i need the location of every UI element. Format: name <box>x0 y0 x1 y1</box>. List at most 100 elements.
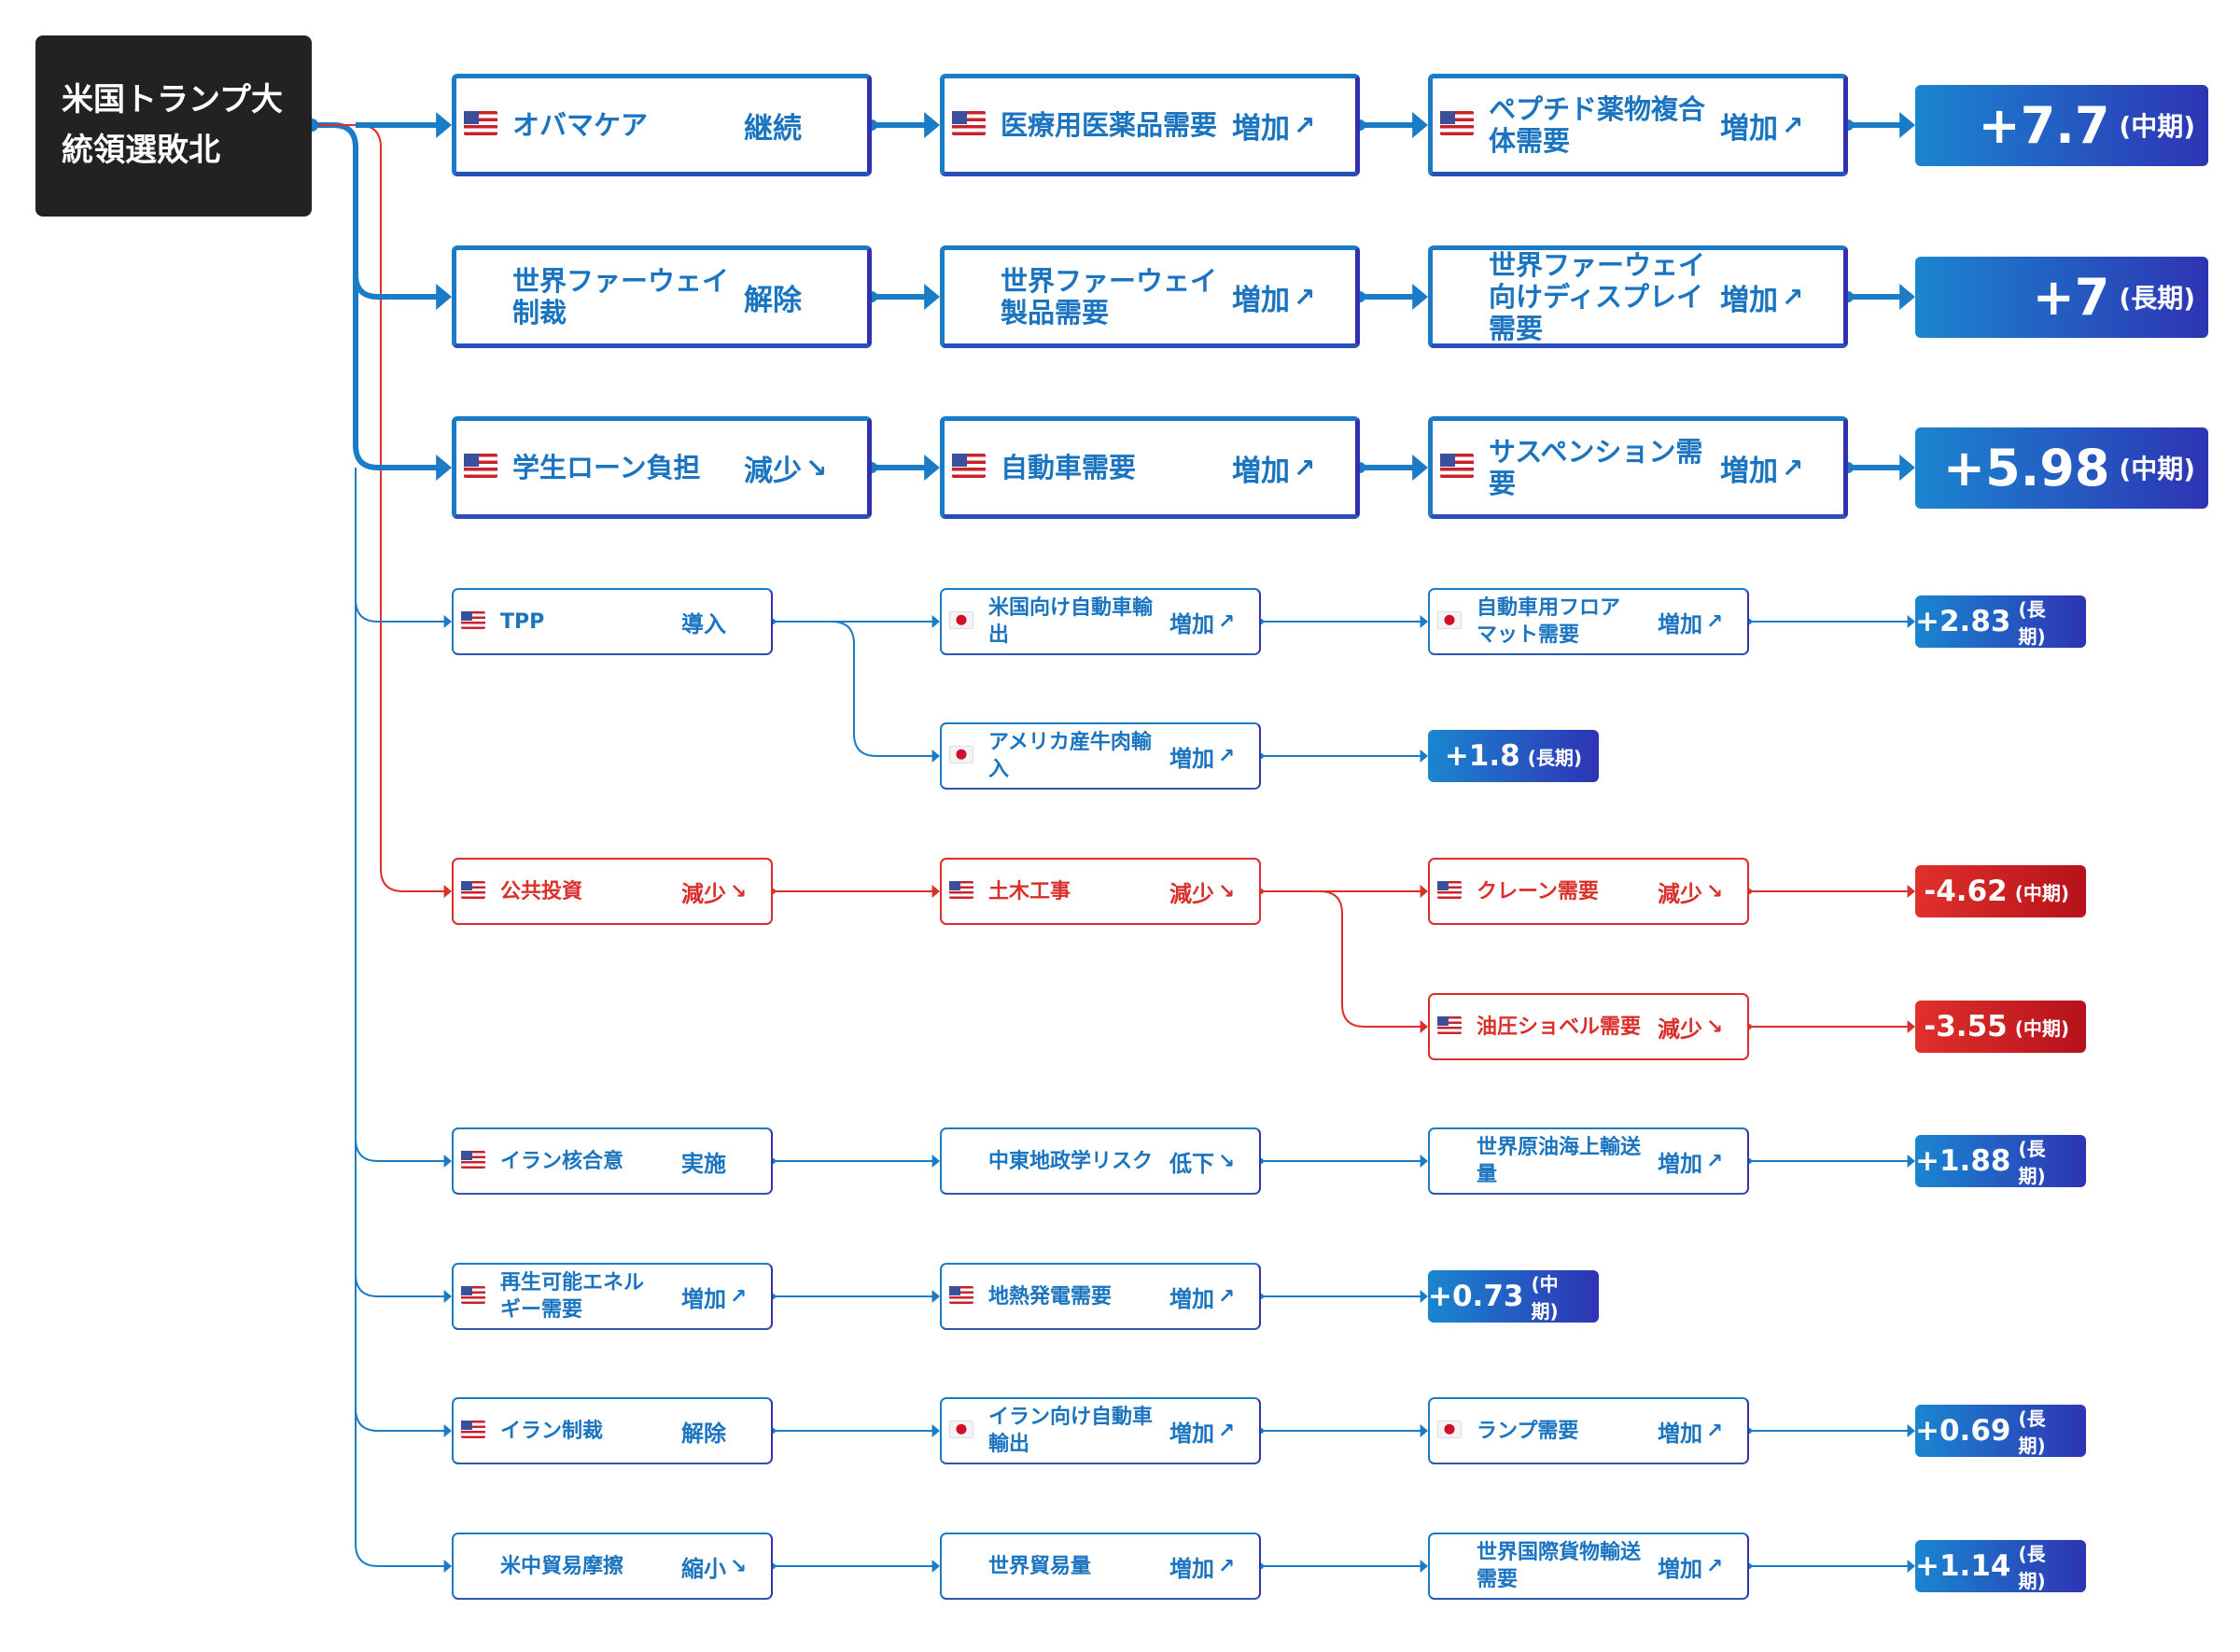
effect-node[interactable]: 自動車用フロア マット需要増加↗ <box>1428 588 1749 655</box>
impact-value: +1.14 <box>1915 1549 2011 1583</box>
node-label: 自動車需要 <box>1001 452 1137 483</box>
node-label: ペプチド薬物複合 体需要 <box>1489 93 1706 157</box>
us-flag-shape <box>952 454 986 478</box>
impact-term: (長期) <box>1527 746 1582 769</box>
effect-node[interactable]: 世界原油海上輸送 量増加↗ <box>1428 1127 1749 1195</box>
node-effect: 増加↗ <box>1658 1550 1747 1583</box>
effect-node[interactable]: イラン核合意実施 <box>452 1127 773 1195</box>
effect-node[interactable]: 公共投資減少↘ <box>452 858 773 925</box>
node-label: 世界ファーウェイ 製品需要 <box>1001 265 1218 329</box>
root-node[interactable]: 米国トランプ大 統領選敗北 <box>35 35 312 217</box>
branch-connector <box>773 621 932 757</box>
connector <box>355 1138 444 1162</box>
arrowhead <box>1907 1424 1915 1437</box>
arrowhead <box>1420 749 1428 763</box>
node-label: クレーン需要 <box>1477 879 1599 903</box>
effect-text: 増加 <box>1720 283 1778 317</box>
arrowhead <box>1907 1560 1915 1573</box>
effect-node[interactable]: 再生可能エネル ギー需要増加↗ <box>452 1263 773 1330</box>
effect-node[interactable]: 中東地政学リスク低下↘ <box>940 1127 1261 1195</box>
node-effect: 増加↗ <box>1169 1281 1259 1313</box>
effect-text: 増加 <box>1169 1555 1214 1582</box>
effect-node[interactable]: 油圧ショベル需要減少↘ <box>1428 993 1749 1060</box>
effect-node[interactable]: クレーン需要 減少↘ <box>1428 858 1749 925</box>
node-label: 世界国際貨物輸送 需要 <box>1477 1541 1642 1591</box>
arrowhead <box>1420 1560 1428 1573</box>
impact-value-badge: +1.8(長期) <box>1428 730 1599 782</box>
branch-connector <box>1261 890 1421 1028</box>
node-label: 世界貿易量 <box>988 1554 1092 1578</box>
node-label: オバマケア <box>512 109 649 141</box>
effect-text: 解除 <box>681 1420 726 1447</box>
arrowhead <box>924 284 940 310</box>
impact-term: (長期) <box>2018 1543 2046 1592</box>
node-label: 世界ファーウェイ 制裁 <box>512 265 730 329</box>
trend-up-icon: ↗ <box>1294 281 1316 313</box>
effect-node[interactable]: 医療用医薬品需要増加↗ <box>940 74 1360 176</box>
node-effect: 減少↘ <box>1658 875 1747 908</box>
node-label: アメリカ産牛肉輸 入 <box>988 731 1152 781</box>
node-label: イラン制裁 <box>500 1419 604 1443</box>
node-effect: 増加↗ <box>1720 105 1843 147</box>
us-flag-icon <box>952 454 989 482</box>
effect-node[interactable]: ランプ需要増加↗ <box>1428 1397 1749 1464</box>
trend-down-icon: ↘ <box>1218 1149 1236 1173</box>
effect-node[interactable]: イラン制裁 解除 <box>452 1397 773 1464</box>
arrowhead <box>931 749 940 763</box>
arrowhead <box>443 885 452 898</box>
effect-node[interactable]: 地熱発電需要増加↗ <box>940 1263 1261 1330</box>
arrowhead <box>436 284 452 310</box>
effect-node[interactable]: 米中貿易摩擦縮小↘ <box>452 1533 773 1600</box>
impact-value-badge: +7(長期) <box>1915 256 2208 338</box>
us-flag-shape <box>461 1150 485 1169</box>
effect-text: 減少 <box>744 454 802 488</box>
trend-up-icon: ↗ <box>1706 1419 1724 1443</box>
trend-down-icon: ↘ <box>730 879 748 903</box>
us-flag-shape <box>461 880 485 899</box>
effect-node[interactable]: 世界ファーウェイ 向けディスプレイ 需要増加↗ <box>1428 245 1848 348</box>
impact-value-badge: +5.98(中期) <box>1915 427 2208 509</box>
trend-up-icon: ↗ <box>1218 1554 1236 1578</box>
us-flag-shape <box>464 111 497 135</box>
impact-term: (中期) <box>2014 881 2069 904</box>
node-effect: 導入 <box>681 606 771 638</box>
effect-node[interactable]: 世界ファーウェイ 製品需要増加↗ <box>940 245 1360 348</box>
jp-flag-icon <box>1437 610 1467 633</box>
impact-value-badge: -4.62(中期) <box>1915 865 2086 917</box>
impact-term: (長期) <box>2119 283 2195 314</box>
trend-up-icon: ↗ <box>1218 1284 1236 1309</box>
effect-node[interactable]: 世界国際貨物輸送 需要増加↗ <box>1428 1533 1749 1600</box>
arrowhead <box>1899 455 1915 481</box>
effect-node[interactable]: ペプチド薬物複合 体需要増加↗ <box>1428 74 1848 176</box>
trend-up-icon: ↗ <box>1294 452 1316 483</box>
node-effect: 増加↗ <box>1232 276 1355 318</box>
effect-node[interactable]: オバマケア継続 <box>452 74 872 176</box>
node-label: 油圧ショベル需要 <box>1477 1015 1642 1039</box>
trend-down-icon: ↘ <box>805 452 828 483</box>
effect-node[interactable]: 土木工事減少↘ <box>940 858 1261 925</box>
us-flag-shape <box>1437 880 1462 899</box>
trend-up-icon: ↗ <box>1218 744 1236 768</box>
trend-up-icon: ↗ <box>1706 1149 1724 1173</box>
node-effect: 増加↗ <box>1169 606 1259 638</box>
node-label: 公共投資 <box>500 879 583 903</box>
node-effect: 増加↗ <box>1720 276 1843 318</box>
effect-text: 減少 <box>1169 880 1214 907</box>
effect-node[interactable]: 世界貿易量 増加↗ <box>940 1533 1261 1600</box>
effect-node[interactable]: 自動車需要増加↗ <box>940 416 1360 519</box>
effect-node[interactable]: サスペンション需 要増加↗ <box>1428 416 1848 519</box>
arrowhead <box>1420 1290 1428 1303</box>
node-effect: 増加↗ <box>1658 606 1747 638</box>
us-flag-icon <box>949 880 979 903</box>
arrowhead <box>931 885 940 898</box>
effect-node[interactable]: 世界ファーウェイ 制裁解除 <box>452 245 872 348</box>
effect-node[interactable]: 学生ローン負担減少↘ <box>452 416 872 519</box>
node-effect: 解除 <box>744 276 867 318</box>
effect-node[interactable]: アメリカ産牛肉輸 入増加↗ <box>940 722 1261 790</box>
us-flag-shape <box>461 1285 485 1304</box>
effect-node[interactable]: イラン向け自動車 輸出増加↗ <box>940 1397 1261 1464</box>
effect-node[interactable]: 米国向け自動車輸 出増加↗ <box>940 588 1261 655</box>
node-effect: 増加↗ <box>681 1281 771 1313</box>
arrowhead <box>924 112 940 138</box>
